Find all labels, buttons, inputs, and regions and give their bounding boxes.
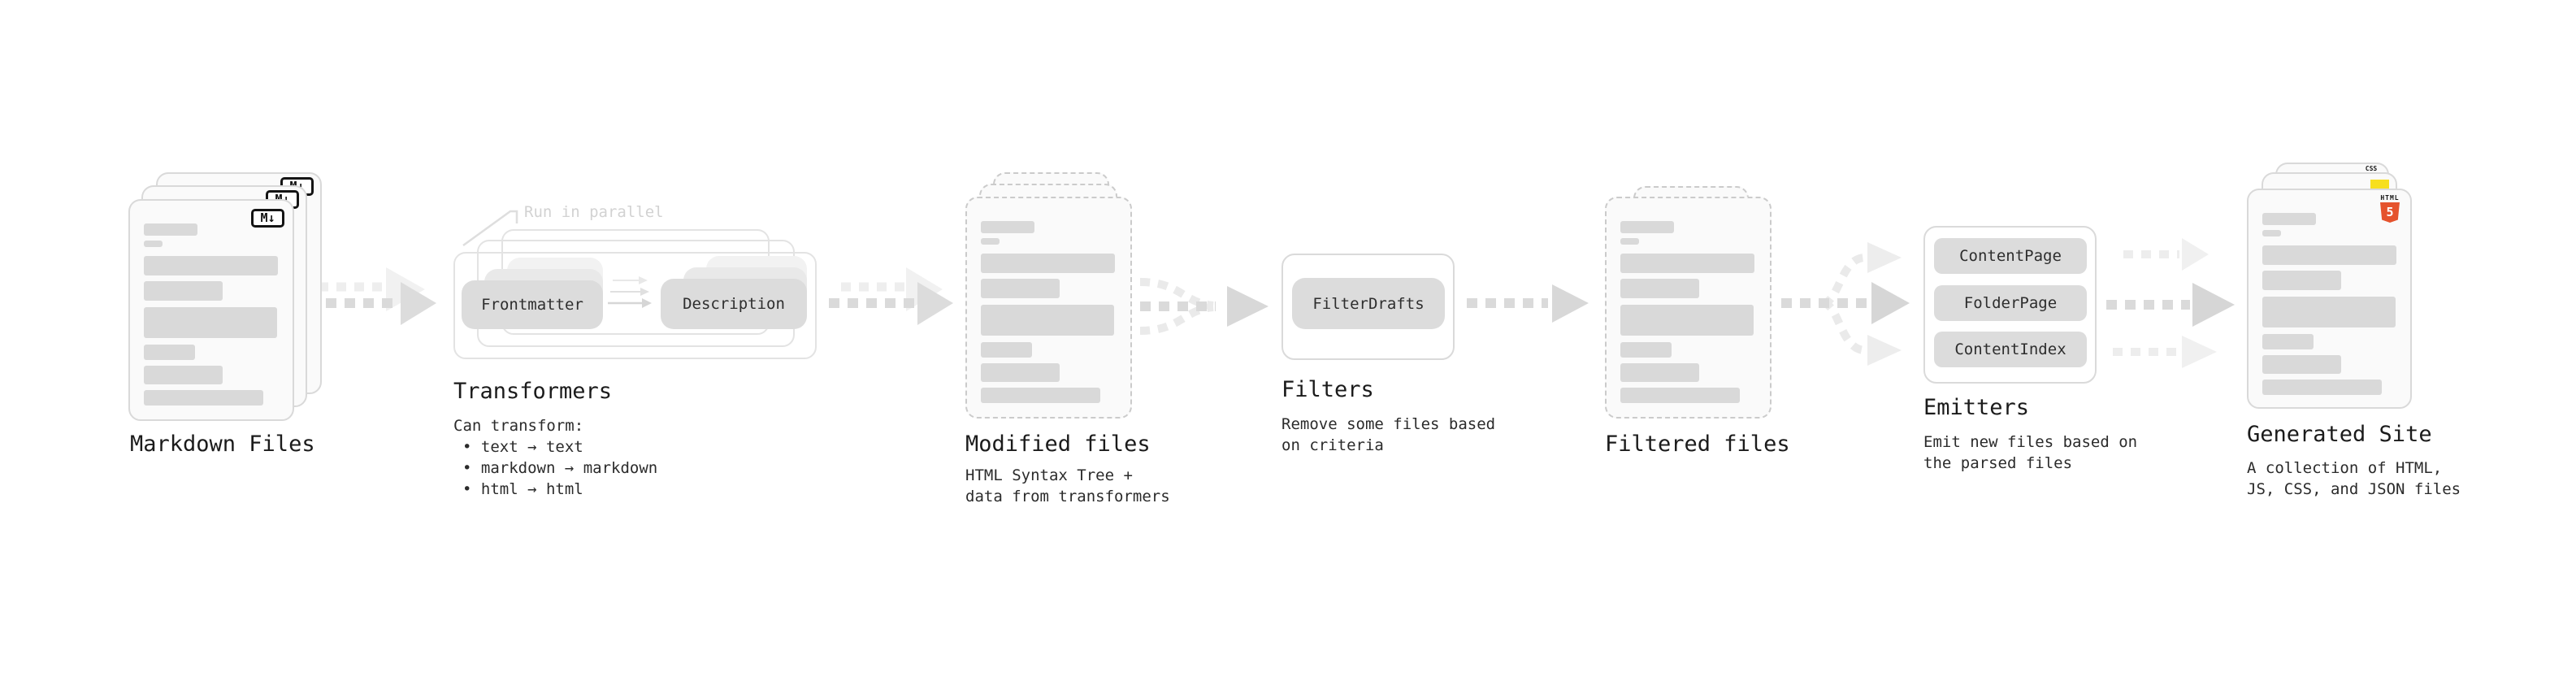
transformers-description: Can transform: • text → text • markdown … [453, 415, 657, 500]
description-line: HTML Syntax Tree + [965, 466, 1133, 484]
markdown-icon: M↓ [251, 209, 284, 228]
placeholder-bar [981, 342, 1032, 358]
text-placeholder-lines [981, 221, 1115, 403]
text-placeholder-lines [144, 223, 278, 406]
flow-arrow-filtered-to-emitters [1781, 242, 1910, 366]
contentpage-pill: ContentPage [1934, 238, 2087, 274]
placeholder-bar [1620, 342, 1672, 358]
placeholder-bar [1620, 388, 1740, 403]
placeholder-bar [1620, 305, 1754, 336]
html5-icon-wordmark: HTML [2380, 194, 2400, 202]
placeholder-bar [1620, 238, 1639, 245]
placeholder-bar [981, 221, 1034, 233]
description-pill: Description [661, 279, 807, 329]
placeholder-bar [144, 281, 223, 301]
contentindex-pill: ContentIndex [1934, 332, 2087, 367]
markdown-files-label: Markdown Files [130, 432, 315, 457]
placeholder-bar [981, 279, 1060, 298]
transformer-frame-front [453, 252, 817, 359]
filters-description: Remove some files based on criteria [1281, 414, 1495, 456]
placeholder-bar [2262, 245, 2396, 265]
flow-arrow-emitters-to-generated [2106, 238, 2235, 368]
placeholder-bar [144, 256, 278, 275]
frontmatter-pill: Frontmatter [462, 280, 603, 329]
placeholder-bar [2262, 230, 2281, 236]
placeholder-bar [144, 366, 223, 384]
modified-files-label: Modified files [965, 432, 1151, 457]
placeholder-bar [144, 390, 263, 406]
placeholder-bar [1620, 279, 1699, 298]
generated-site-label: Generated Site [2247, 422, 2432, 447]
description-line: Remove some files based [1281, 415, 1496, 433]
flow-arrow-markdown-to-transformers [307, 267, 436, 325]
placeholder-bar [144, 345, 195, 360]
description-line: • markdown → markdown [462, 459, 658, 477]
placeholder-bar [981, 363, 1060, 382]
placeholder-bar [2262, 355, 2341, 374]
flow-arrow-transformers-to-modified [829, 267, 953, 325]
javascript-icon [2370, 180, 2389, 190]
description-line: the parsed files [1923, 454, 2073, 472]
description-line: on criteria [1281, 436, 1384, 454]
description-line: Can transform: [453, 417, 584, 435]
flow-arrow-filters-to-filtered [1467, 284, 1589, 323]
placeholder-bar [2262, 334, 2314, 349]
html5-icon: HTML 5 [2379, 194, 2400, 223]
filtered-files-label: Filtered files [1605, 432, 1790, 457]
transform-step-arrows [608, 276, 652, 308]
placeholder-bar [2262, 380, 2382, 395]
flow-arrow-modified-to-filters [1139, 278, 1268, 335]
placeholder-bar [1620, 363, 1699, 382]
placeholder-bar [1620, 221, 1674, 233]
placeholder-bar [144, 241, 163, 247]
placeholder-bar [144, 223, 197, 236]
description-line: data from transformers [965, 488, 1170, 505]
folderpage-pill: FolderPage [1934, 285, 2087, 321]
description-line: A collection of HTML, [2247, 459, 2443, 477]
description-line: Emit new files based on [1923, 433, 2138, 451]
emitters-description: Emit new files based on the parsed files [1923, 432, 2137, 474]
file-card-html: HTML 5 [2247, 189, 2412, 409]
file-card-front: M↓ [128, 199, 294, 421]
placeholder-bar [2262, 297, 2396, 327]
run-in-parallel-annotation: Run in parallel [524, 203, 664, 221]
filterdrafts-pill: FilterDrafts [1292, 278, 1445, 329]
placeholder-bar [981, 388, 1100, 403]
annotation-leader-line [462, 210, 518, 247]
css-icon-text: CSS [2365, 165, 2378, 172]
file-card-front [1605, 197, 1772, 419]
emitters-label: Emitters [1923, 395, 2030, 420]
html5-icon-shield: 5 [2380, 202, 2400, 223]
placeholder-bar [981, 305, 1114, 336]
description-line: • text → text [462, 438, 583, 456]
filters-label: Filters [1281, 377, 1374, 402]
placeholder-bar [144, 307, 277, 338]
description-line: • html → html [462, 480, 583, 498]
placeholder-bar [1620, 254, 1754, 273]
placeholder-bar [2262, 213, 2316, 225]
text-placeholder-lines [2262, 213, 2396, 395]
placeholder-bar [2262, 271, 2341, 290]
generated-site-description: A collection of HTML, JS, CSS, and JSON … [2247, 458, 2461, 500]
text-placeholder-lines [1620, 221, 1754, 403]
description-line: JS, CSS, and JSON files [2247, 480, 2461, 498]
transformers-label: Transformers [453, 379, 613, 404]
file-card-front [965, 197, 1132, 419]
placeholder-bar [981, 238, 1000, 245]
placeholder-bar [981, 254, 1115, 273]
modified-files-description: HTML Syntax Tree + data from transformer… [965, 465, 1170, 507]
